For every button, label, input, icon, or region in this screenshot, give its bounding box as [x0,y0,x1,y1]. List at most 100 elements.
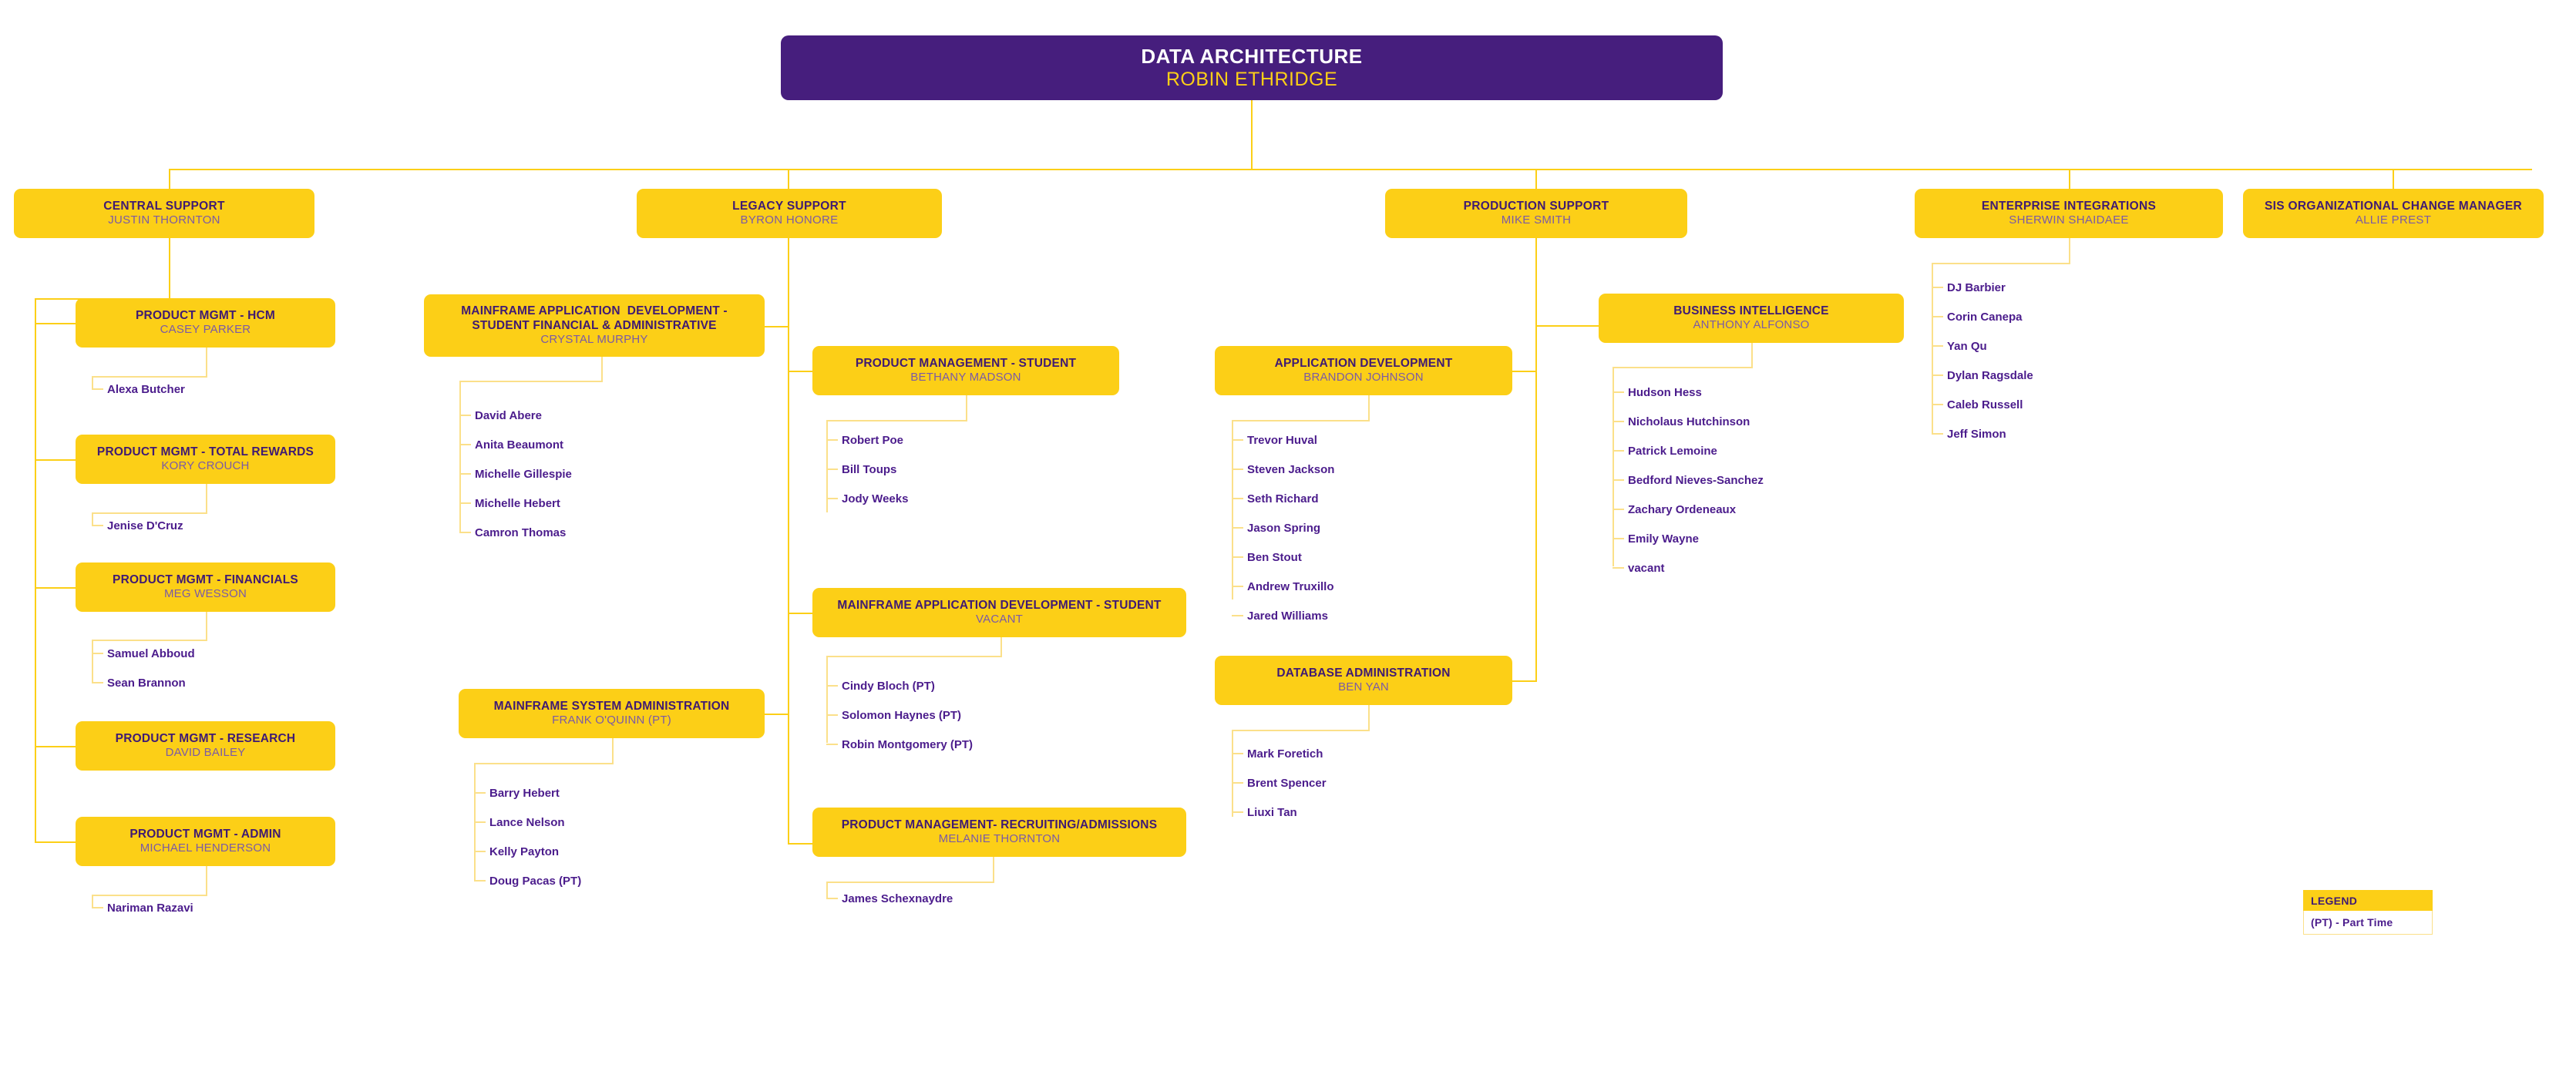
connector-to-central-support [169,169,170,190]
connector-fin-drop [206,612,207,640]
node-subtitle: DAVID BAILEY [165,746,246,760]
list-item: Bedford Nieves-Sanchez [1628,474,1764,487]
node-product-mgmt-admin[interactable]: PRODUCT MGMT - ADMIN MICHAEL HENDERSON [76,817,335,866]
connector-appdev-stub-0 [1232,439,1243,441]
list-item: Alexa Butcher [107,383,185,396]
list-item: Samuel Abboud [107,647,195,660]
connector-dba-stub-2 [1232,811,1243,813]
connector-mads-stub-2 [826,744,838,745]
connector-tr-spine [92,512,93,526]
node-application-development[interactable]: APPLICATION DEVELOPMENT BRANDON JOHNSON [1215,346,1512,395]
list-item: Mark Foretich [1247,747,1323,761]
node-product-mgmt-hcm[interactable]: PRODUCT MGMT - HCM CASEY PARKER [76,298,335,348]
connector-bi-stub-1 [1613,421,1624,422]
connector-mads-elbow [826,656,1002,657]
connector-pmra-elbow [826,882,994,883]
connector-mads-stub-1 [826,714,838,716]
connector-to-enterprise-integrations [2069,169,2070,190]
connector-hcm-drop [206,348,207,377]
list-item: Cindy Bloch (PT) [842,680,935,693]
node-mainframe-app-dev-student[interactable]: MAINFRAME APPLICATION DEVELOPMENT - STUD… [812,588,1186,637]
connector-tr-drop [206,484,207,513]
connector-appdev-elbow [1232,420,1370,421]
list-item: Hudson Hess [1628,386,1702,399]
node-mainframe-system-administration[interactable]: MAINFRAME SYSTEM ADMINISTRATION FRANK O'… [459,689,765,738]
connector-ei-stub-1 [1932,316,1943,317]
list-item: Liuxi Tan [1247,806,1297,819]
connector-stub-business-intelligence [1535,325,1599,327]
node-product-management-recruiting-admissions[interactable]: PRODUCT MANAGEMENT- RECRUITING/ADMISSION… [812,808,1186,857]
connector-admin-stub-0 [92,907,103,908]
node-enterprise-integrations[interactable]: ENTERPRISE INTEGRATIONS SHERWIN SHAIDAEE [1915,189,2223,238]
connector-bi-stub-5 [1613,538,1624,539]
connector-appdev-stub-5 [1232,586,1243,587]
connector-fin-spine [92,640,93,683]
connector-stub-admin [35,841,76,843]
connector-stub-research [35,746,76,747]
connector-central-drop [169,238,170,299]
list-item: Dylan Ragsdale [1947,369,2033,382]
connector-appdev-stub-3 [1232,527,1243,529]
list-item: Doug Pacas (PT) [489,875,582,888]
node-production-support[interactable]: PRODUCTION SUPPORT MIKE SMITH [1385,189,1687,238]
connector-hcm-spine [92,376,93,389]
connector-mads-spine [826,656,828,743]
node-title: PRODUCTION SUPPORT [1463,199,1609,213]
node-product-mgmt-research[interactable]: PRODUCT MGMT - RESEARCH DAVID BAILEY [76,721,335,771]
list-item: Nariman Razavi [107,902,193,915]
node-mainframe-app-dev-student-financial-admin[interactable]: MAINFRAME APPLICATION DEVELOPMENT - STUD… [424,294,765,357]
node-product-mgmt-financials[interactable]: PRODUCT MGMT - FINANCIALS MEG WESSON [76,563,335,612]
list-item: Ben Stout [1247,551,1302,564]
list-item: Jared Williams [1247,610,1328,623]
list-item: Corin Canepa [1947,311,2023,324]
node-title: MAINFRAME SYSTEM ADMINISTRATION [493,699,730,713]
list-item: Nicholaus Hutchinson [1628,415,1750,428]
node-sis-organizational-change-manager[interactable]: SIS ORGANIZATIONAL CHANGE MANAGER ALLIE … [2243,189,2544,238]
connector-to-sis-change-manager [2393,169,2394,190]
node-product-management-student[interactable]: PRODUCT MANAGEMENT - STUDENT BETHANY MAD… [812,346,1119,395]
list-item: Trevor Huval [1247,434,1317,447]
connector-pms-stub-1 [826,468,838,470]
connector-appdev-drop [1368,395,1370,421]
node-subtitle: MEG WESSON [163,587,247,601]
node-legacy-support[interactable]: LEGACY SUPPORT BYRON HONORE [637,189,942,238]
root-node-data-architecture[interactable]: DATA ARCHITECTURE ROBIN ETHRIDGE [781,35,1723,100]
list-item: Robert Poe [842,434,904,447]
node-subtitle: FRANK O'QUINN (PT) [552,714,671,727]
node-title: PRODUCT MGMT - HCM [136,308,275,322]
connector-mfsfa-elbow [459,381,603,382]
node-central-support[interactable]: CENTRAL SUPPORT JUSTIN THORNTON [14,189,314,238]
list-item: Kelly Payton [489,845,560,858]
list-item: Patrick Lemoine [1628,445,1717,458]
connector-pms-elbow [826,420,967,421]
node-title: MAINFRAME APPLICATION DEVELOPMENT - STUD… [461,304,728,332]
node-subtitle: BETHANY MADSON [910,371,1021,385]
connector-hcm-stub-0 [92,388,103,390]
connector-ei-stub-2 [1932,345,1943,347]
connector-ei-spine [1932,263,1933,434]
connector-appdev-stub-6 [1232,615,1243,616]
node-product-mgmt-total-rewards[interactable]: PRODUCT MGMT - TOTAL REWARDS KORY CROUCH [76,435,335,484]
connector-mfsfa-stub-3 [459,502,471,504]
connector-ei-stub-5 [1932,433,1943,435]
connector-dba-spine [1232,730,1233,817]
list-item: vacant [1628,562,1665,575]
connector-ei-elbow [1932,263,2070,264]
connector-ei-stub-4 [1932,404,1943,405]
connector-stub-mainframe-app-dev-student [788,613,812,614]
node-business-intelligence[interactable]: BUSINESS INTELLIGENCE ANTHONY ALFONSO [1599,294,1904,343]
list-item: David Abere [475,409,542,422]
list-item: Yan Qu [1947,340,1987,353]
connector-mads-stub-0 [826,685,838,687]
list-item: DJ Barbier [1947,281,2006,294]
connector-mfsfa-stub-1 [459,444,471,445]
connector-mfsa-elbow [474,763,614,764]
list-item: Jody Weeks [842,492,909,505]
node-title: SIS ORGANIZATIONAL CHANGE MANAGER [2265,199,2522,213]
connector-mfsfa-spine [459,381,461,532]
connector-bi-elbow [1613,367,1753,368]
node-subtitle: BRANDON JOHNSON [1303,371,1424,385]
node-database-administration[interactable]: DATABASE ADMINISTRATION BEN YAN [1215,656,1512,705]
legend-entry-part-time: (PT) - Part Time [2303,911,2433,935]
connector-to-legacy-support [788,169,789,190]
